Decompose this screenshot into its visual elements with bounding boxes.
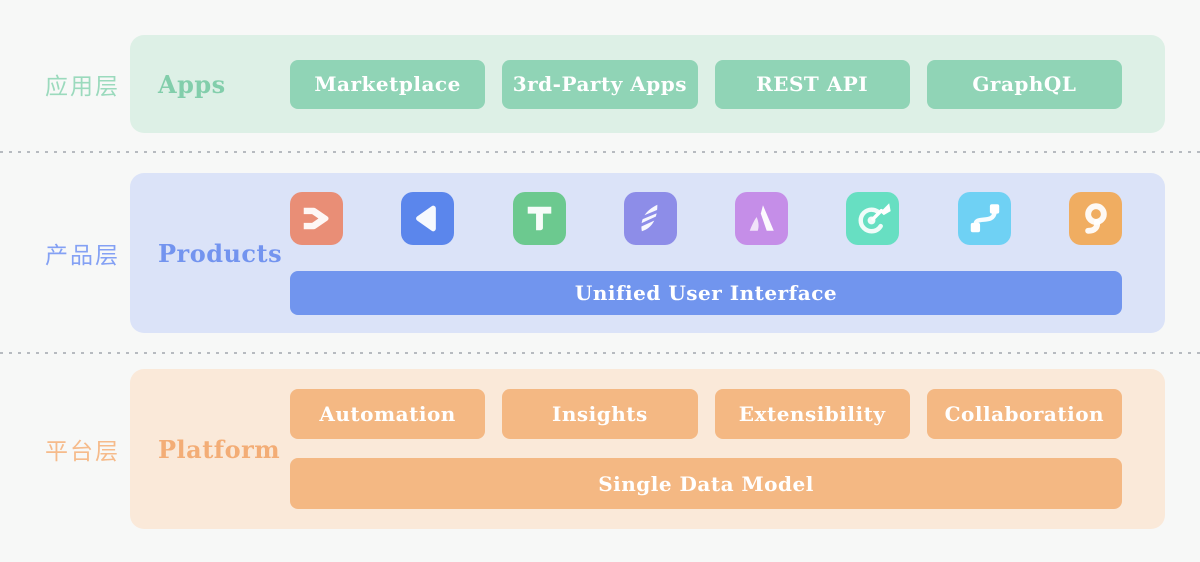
apps-layer-panel: Apps Marketplace 3rd-Party Apps REST API… (130, 35, 1165, 133)
product-icon-6 (846, 191, 900, 245)
arrow-chevron-icon (303, 207, 329, 229)
products-layer-panel: Products (130, 173, 1165, 333)
dotted-divider (0, 351, 1200, 354)
side-label-platform-layer: 平台层 (45, 439, 120, 465)
chip-automation: Automation (290, 389, 486, 439)
side-label-apps-layer: 应用层 (45, 74, 120, 100)
target-arrow-icon (858, 202, 892, 233)
platform-chip-row: Automation Insights Extensibility Collab… (290, 389, 1122, 439)
product-icon-1 (290, 191, 343, 245)
triangle-icon (416, 205, 437, 231)
apps-chip-row: Marketplace 3rd-Party Apps REST API Grap… (290, 59, 1122, 109)
product-icon-row (290, 191, 1122, 245)
letter-a-icon (749, 204, 774, 231)
product-icon-8 (1068, 191, 1122, 245)
platform-layer-panel: Platform Automation Insights Extensibili… (130, 369, 1165, 529)
products-panel-title: Products (158, 238, 283, 268)
product-icon-2 (401, 191, 455, 245)
chip-collaboration: Collaboration (926, 389, 1122, 439)
feather-icon (638, 204, 660, 231)
pipeline-icon (970, 203, 999, 232)
product-icon-7 (957, 191, 1011, 245)
chip-3rd-party-apps: 3rd-Party Apps (502, 59, 698, 109)
chip-extensibility: Extensibility (714, 389, 910, 439)
dotted-divider (0, 150, 1200, 153)
side-label-products-layer: 产品层 (45, 243, 120, 269)
letter-t-icon (527, 206, 551, 230)
unified-user-interface-bar: Unified User Interface (290, 270, 1122, 315)
platform-panel-title: Platform (158, 434, 281, 464)
chip-rest-api: REST API (714, 59, 910, 109)
apps-panel-title: Apps (158, 69, 226, 99)
chip-marketplace: Marketplace (290, 59, 486, 109)
chip-insights: Insights (502, 389, 698, 439)
product-icon-4 (623, 191, 677, 245)
letter-q-icon (1085, 202, 1107, 234)
product-icon-5 (735, 191, 789, 245)
product-icon-3 (512, 191, 566, 245)
single-data-model-bar: Single Data Model (290, 458, 1122, 509)
chip-graphql: GraphQL (926, 59, 1122, 109)
